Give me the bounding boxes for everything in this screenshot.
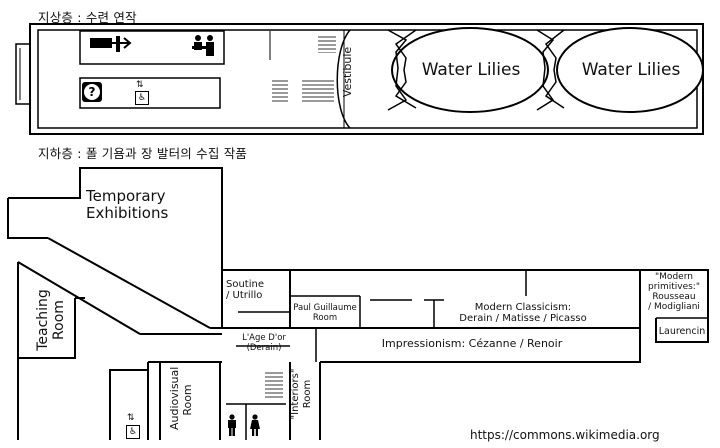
elevator-lower-icon: ⇅ [127,413,135,423]
wheelchair-lower-icon: ♿ [126,425,140,439]
soutine-utrillo-label: Soutine / Utrillo [226,279,264,301]
lower-floor-heading: 지하층 : 폴 기욤과 장 발터의 수집 작품 [38,146,248,161]
wheelchair-icon: ♿ [135,91,149,105]
temporary-exhibitions-label: Temporary Exhibitions [86,187,169,222]
water-lilies-rooms [391,27,704,113]
vestibule-label: Vestibule [341,46,354,98]
impressionism-label: Impressionism: Cézanne / Renoir [381,337,563,350]
interiors-room-label: "Interiors" Room [290,368,313,420]
ticket-desk-icon [192,34,218,58]
modern-classicism-label: Modern Classicism: Derain / Matisse / Pi… [459,302,587,324]
woman-restroom-icon [249,414,261,436]
upper-floor-heading: 지상층 : 수련 연작 [38,10,137,25]
elevator-icon: ⇅ [136,80,144,90]
cloakroom-icon [90,34,132,54]
man-restroom-icon [226,414,238,436]
water-lilies-right-label: Water Lilies [581,60,681,80]
water-lilies-left-label: Water Lilies [421,60,521,80]
info-area [79,77,221,109]
laurencin-label: Laurencin [658,326,706,337]
stairs-upper-top [318,35,336,53]
stairs-upper-right [302,80,334,104]
stairs-lower [265,372,283,398]
credit-url: https://commons.wikimedia.org [470,428,660,442]
paul-guillaume-room-label: Paul Guillaume Room [293,303,357,323]
teaching-room-label: Teaching Room [35,289,67,351]
stairs-upper-left [272,80,288,104]
audiovisual-room-label: Audiovisual Room [168,366,194,430]
information-icon: ? [82,82,102,102]
modern-primitives-label: "Modern primitives:" Rousseau / Modiglia… [648,272,700,312]
age-dor-label: L'Age D'or (Derain) [242,333,286,353]
